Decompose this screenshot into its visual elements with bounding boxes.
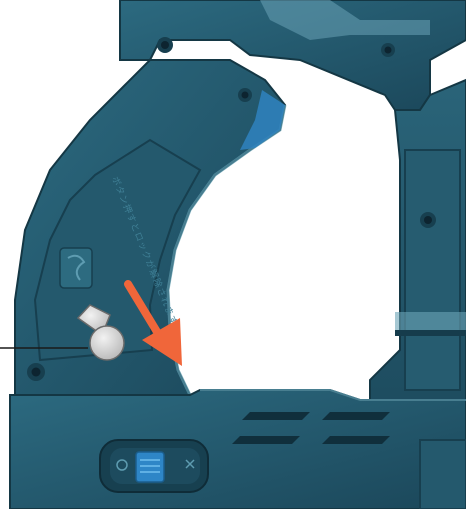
bottom-base-top-edge (200, 389, 466, 401)
right-frame-panel (404, 149, 461, 391)
upper-frame-highlight (260, 0, 430, 40)
vent-slots (232, 412, 390, 444)
screw-icon (27, 363, 45, 381)
direction-arrow-icon (124, 280, 182, 366)
right-frame-shadow (395, 330, 466, 336)
release-button[interactable] (76, 304, 125, 361)
screw-icon (420, 212, 436, 228)
logo-icon (67, 254, 86, 281)
grip-blue-accent (240, 90, 285, 150)
screw-icon (238, 88, 252, 102)
screw-icon (157, 37, 173, 53)
switch-on-mark-icon (116, 459, 128, 471)
bottom-right-panel (419, 439, 466, 509)
logo-mark (59, 247, 93, 289)
switch-off-mark-icon (185, 459, 195, 469)
slide-switch[interactable] (99, 439, 209, 493)
screw-icon (381, 43, 395, 57)
right-frame-band (395, 312, 466, 334)
bottom-base (9, 389, 466, 509)
